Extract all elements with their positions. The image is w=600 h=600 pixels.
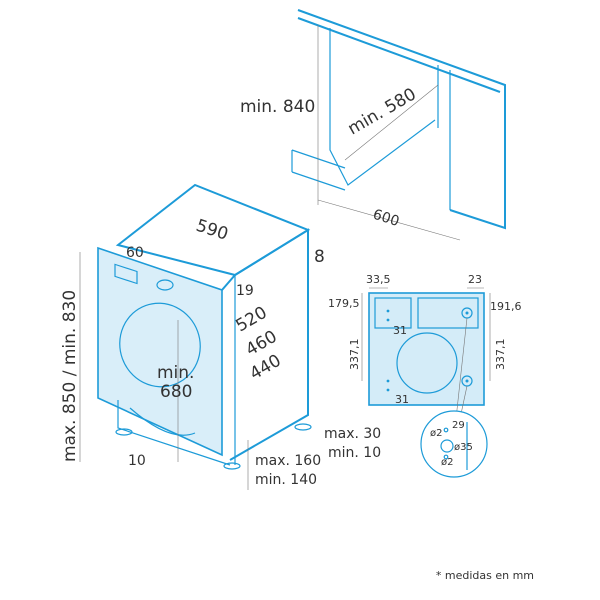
plinth-min-label: min. 140 (255, 472, 317, 488)
niche-width-label: 600 (371, 207, 401, 230)
foot-min-label: min. 10 (328, 445, 381, 461)
detail-big-hole-label: ø35 (454, 442, 473, 453)
niche-height-label: min. 840 (240, 97, 315, 117)
detail-small-hole-bottom-label: ø2 (441, 457, 453, 468)
hole-gap-bottom-label: 31 (395, 393, 409, 406)
foot-offset-label: 10 (128, 453, 146, 469)
panel-top-right-label: 191,6 (490, 300, 522, 313)
machine-top-offset-label: 60 (126, 245, 144, 261)
door-height-label-2: 680 (160, 382, 192, 402)
niche-depth-label: min. 580 (345, 84, 420, 139)
door-height-label-1: min. (157, 363, 194, 383)
niche-drawing (291, 9, 506, 241)
panel-right-offset-label: 23 (468, 273, 482, 286)
machine-height-label: max. 850 / min. 830 (60, 290, 80, 462)
panel-top-left-label: 179,5 (328, 297, 360, 310)
machine-drawing (79, 183, 312, 490)
detail-offset-label: 29 (452, 420, 465, 431)
detail-small-hole-top-label: ø2 (430, 428, 442, 439)
machine-top-gap-label: 8 (314, 247, 325, 267)
panel-spacing-left-label: 337,1 (348, 339, 361, 371)
hole-gap-top-label: 31 (393, 324, 407, 337)
foot-max-label: max. 30 (324, 426, 381, 442)
panel-spacing-right-label: 337,1 (494, 339, 507, 371)
panel-left-offset-label: 33,5 (366, 273, 391, 286)
plinth-max-label: max. 160 (255, 453, 321, 469)
units-footnote: * medidas en mm (435, 569, 534, 582)
door-panel-drawing (361, 287, 491, 478)
machine-door-offset-label: 19 (236, 283, 254, 299)
